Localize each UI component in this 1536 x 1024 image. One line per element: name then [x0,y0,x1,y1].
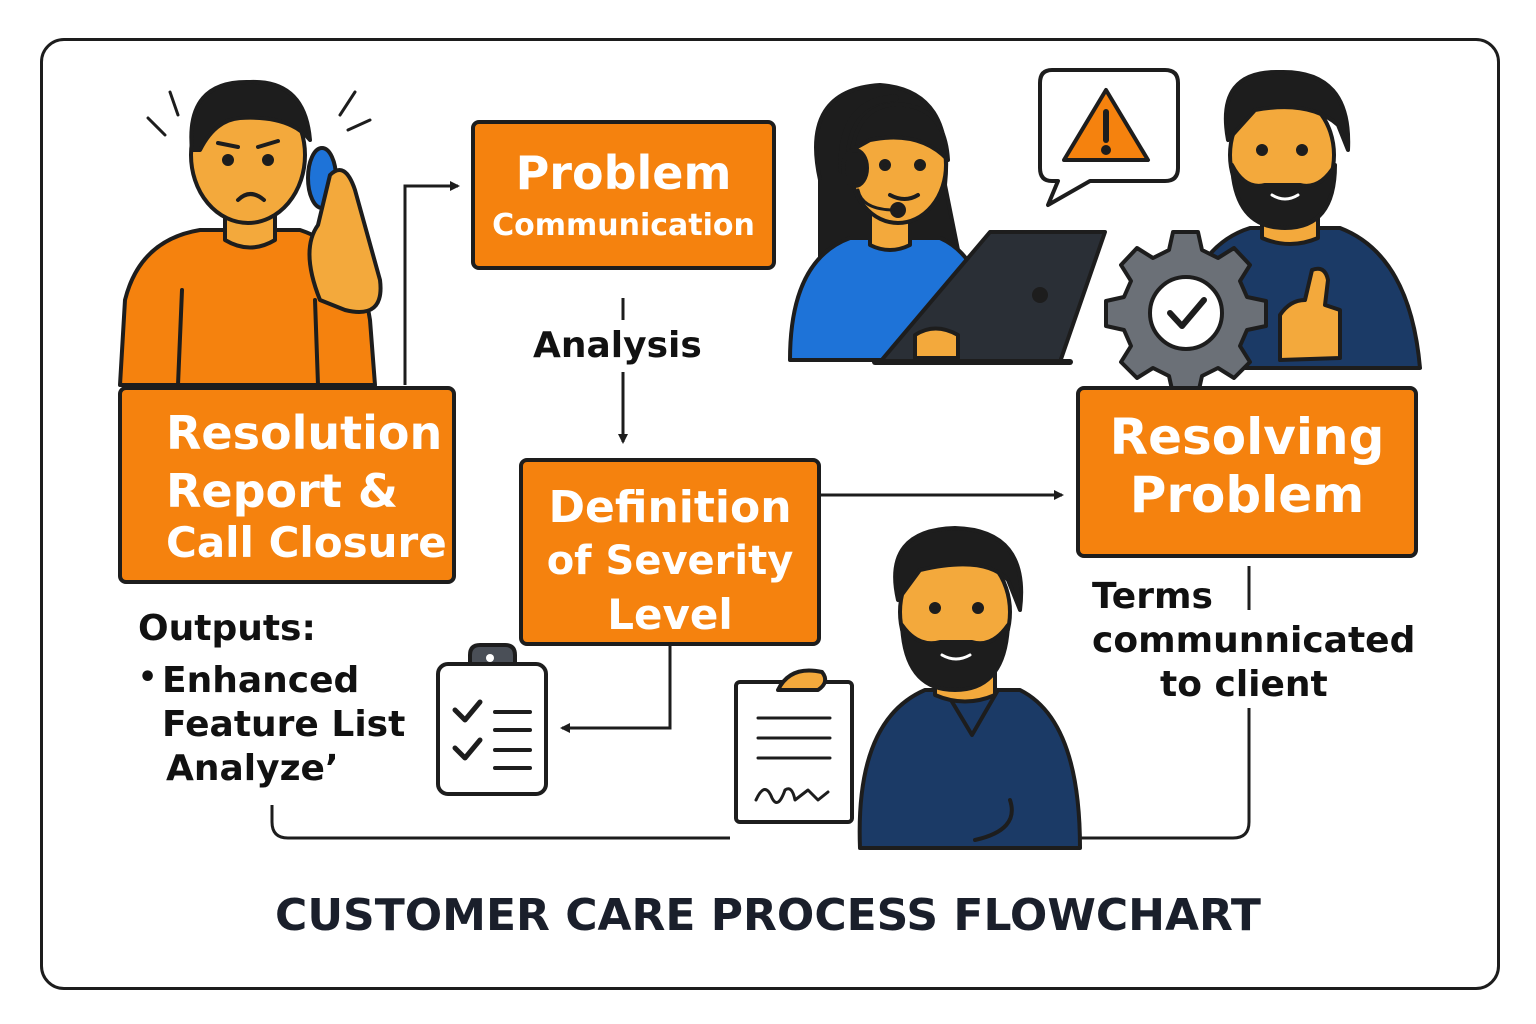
outputs-line1: Enhanced [162,660,360,701]
gear-check-icon [1104,230,1268,396]
support-agent-headset-icon [788,83,1107,365]
connectors [270,181,1251,840]
label-terms-line3: to client [1160,664,1328,705]
outputs-bullet: • [138,660,158,695]
phone-caller-icon [118,79,383,387]
node-definition-severity: Definition of Severity Level [519,458,821,646]
node-problem-communication-line2: Communication [492,208,755,243]
node-resolving-problem: Resolving Problem [1076,386,1418,558]
line-bottom-left [270,805,730,840]
node-resolution-line2: Report & [166,464,398,518]
warning-speech-bubble-icon [1038,68,1180,207]
outputs-line3: Analyze’ [166,748,339,789]
arrow-definition-to-checklist [560,644,672,733]
checklist-clipboard-icon [436,643,548,796]
node-definition-line2: of Severity [546,538,794,584]
node-definition-line3: Level [607,590,733,639]
label-terms-line1: Terms [1092,576,1213,617]
node-problem-communication: Problem Communication [471,120,776,270]
arrow-resolution-to-problem [403,181,460,385]
label-terms-line2: communnicated [1092,620,1416,661]
outputs-line2: Feature List [162,704,406,745]
outputs-heading: Outputs: [138,608,316,649]
node-definition-line1: Definition [548,482,792,533]
bearded-man-holding-document-icon [857,526,1082,850]
line-terms-down [1058,708,1251,840]
node-problem-communication-line1: Problem [515,146,732,200]
label-analysis: Analysis [533,325,702,366]
node-resolution-line1: Resolution [166,406,443,460]
node-resolving-line2: Problem [1129,466,1365,524]
node-resolution-line3: Call Closure [166,518,447,567]
diagram-title: CUSTOMER CARE PROCESS FLOWCHART [275,890,1261,941]
signed-document-icon [734,668,854,824]
node-resolution-report: Resolution Report & Call Closure [118,386,456,584]
node-resolving-line1: Resolving [1109,408,1385,466]
